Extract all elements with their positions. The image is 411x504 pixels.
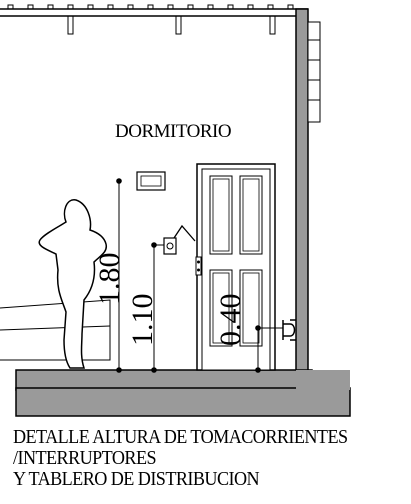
caption-line-2: /INTERRUPTORES	[13, 448, 157, 469]
dimension-label-outlet: 0.40	[214, 294, 247, 347]
light-switch-icon	[163, 224, 196, 255]
bed	[0, 299, 111, 361]
ceiling-slab	[0, 4, 308, 35]
floor-slab	[15, 369, 351, 417]
power-outlet-icon	[282, 319, 296, 341]
door-handle-icon	[195, 256, 202, 276]
caption-line-1: DETALLE ALTURA DE TOMACORRIENTES	[13, 427, 348, 448]
door	[195, 163, 276, 371]
dimension-label-panel: 1.10	[126, 294, 159, 347]
room-label: DORMITORIO	[115, 121, 231, 142]
dimension-label-switch: 1.80	[93, 253, 126, 306]
exterior-wall	[295, 8, 321, 390]
dimension-line-1-80	[116, 178, 122, 373]
distribution-panel-icon	[136, 171, 166, 191]
dimension-line-0-40	[255, 325, 283, 373]
dimension-line-1-10	[151, 242, 164, 373]
human-figure-icon	[38, 199, 108, 369]
detail-caption: DETALLE ALTURA DE TOMACORRIENTES /INTERR…	[13, 427, 380, 490]
caption-line-3: Y TABLERO DE DISTRIBUCION	[13, 469, 260, 490]
